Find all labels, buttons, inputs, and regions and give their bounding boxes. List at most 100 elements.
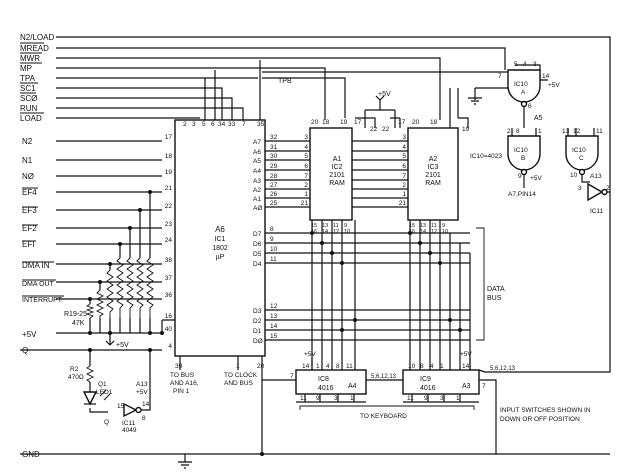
gate-b-plus5v: +5V — [530, 175, 542, 182]
input-label-dma-out: DMA OUT — [22, 281, 55, 288]
cpu-pin-39: 39 — [175, 363, 183, 370]
ic9-top-pin: 1 — [440, 363, 444, 370]
ram2-bottom-pin: 13 — [420, 223, 426, 229]
overbars — [20, 42, 64, 297]
ram2-in-pin: 7 — [402, 173, 406, 180]
input-label-ef2: EF2 — [22, 224, 37, 233]
gate-a-output-wire — [523, 79, 548, 128]
cpu-data-label: D6 — [253, 241, 262, 248]
led-q-label: Q — [104, 419, 109, 426]
inv-ic11-label: IC11 — [590, 208, 604, 215]
ram2-in-pin: 6 — [402, 163, 406, 170]
input-label-ef3: EF3 — [22, 206, 37, 215]
signal-label-tpb: TPB — [278, 78, 292, 85]
ram2-in-pin: 5 — [402, 153, 406, 160]
input-label-gnd: GND — [22, 450, 40, 459]
ic8-a4: A4 — [348, 383, 357, 390]
ic9-a3: A3 — [462, 383, 471, 390]
ram1-bottom-pin: 13 — [322, 223, 328, 229]
gate-b-wires — [511, 128, 537, 188]
ic9-top-pin: 14 — [462, 363, 470, 370]
ram2-bottom-pin: 15 — [409, 223, 415, 229]
gate-c-name: IC10 — [572, 147, 586, 154]
keyboard-bracket — [299, 405, 475, 410]
cpu-data-pin: 9 — [270, 236, 274, 243]
input-switches-note-2: DOWN OR OFF POSITION — [500, 416, 580, 423]
cpu-sub-label: µP — [216, 254, 225, 261]
inv-pin-3: 3 — [578, 185, 582, 192]
ram2-bottom-pin: 11 — [431, 223, 437, 229]
data-bus-lines — [265, 220, 485, 370]
gate-b-pin-1: 1 — [538, 128, 542, 135]
ram-power-wiring: +5V — [355, 88, 469, 128]
cpu-left-pin: 22 — [165, 203, 173, 210]
ram2-bottom-pin: 16 — [409, 229, 415, 235]
cpu-addr-label: A6 — [253, 149, 261, 156]
cpu-left-pin: 24 — [165, 237, 173, 244]
cpu-data-pin: 13 — [270, 313, 278, 320]
ram2-top-pin: 22 — [382, 126, 390, 133]
ic9-pin7: 7 — [482, 383, 486, 390]
switch-ic9-4016 — [402, 369, 480, 395]
pullup-plus5v: +5V — [105, 340, 129, 349]
led-ic11-type: 4049 — [122, 427, 137, 434]
ram1-bottom-pin: 12 — [333, 229, 339, 235]
ram1-bottom-pin: 9 — [344, 223, 347, 229]
resistor-value-label: 47K — [72, 320, 85, 327]
ram1-bottom-pin: 10 — [344, 229, 350, 235]
left-input-lines — [20, 140, 610, 455]
ram2-in-pin: 1 — [402, 191, 406, 198]
ic10-part-label: IC10=4023 — [470, 153, 502, 160]
cpu-data-label: D2 — [253, 318, 262, 325]
cpu-addr-label: A2 — [253, 187, 261, 194]
cpu-addr-label: A5 — [253, 158, 261, 165]
signal-label-tpa: TPA — [20, 74, 36, 83]
ram2-bottom-pin: 10 — [442, 229, 448, 235]
ram1-top-pin: 17 — [354, 119, 362, 126]
input-switches-note-1: INPUT SWITCHES SHOWN IN — [500, 407, 591, 414]
ram-plus5v-label: +5V — [378, 91, 391, 98]
cpu-data-label: D7 — [253, 231, 262, 238]
cpu-addr-label: A3 — [253, 178, 261, 185]
ic8-top-pin: 11 — [346, 363, 353, 370]
led-pin-14: 14 — [142, 401, 150, 408]
gate-b-pin-9: 9 — [518, 173, 522, 180]
cpu-addr-pin: 29 — [270, 163, 278, 170]
ram1-bottom-pin: 16 — [311, 229, 317, 235]
ram1-in-pin: 21 — [301, 200, 309, 207]
data-bus-label-2: BUS — [487, 295, 502, 302]
gate-c-letter: C — [579, 155, 584, 162]
cpu-data-pin: 14 — [270, 323, 278, 330]
gate-b-letter: B — [521, 155, 525, 162]
ic8-top-pin: 4 — [326, 363, 330, 370]
to-keyboard-label: TO KEYBOARD — [360, 413, 407, 420]
ram1-in-pin: 5 — [304, 153, 308, 160]
ic9-bottom-pin: 1 — [456, 395, 460, 402]
data-bus-dots — [310, 231, 462, 332]
ic8-top-pin: 14 — [302, 363, 310, 370]
ram2-ic: IC3 — [428, 164, 439, 171]
cpu-data-pin: 12 — [270, 303, 278, 310]
cpu-data-pin: 11 — [270, 256, 277, 263]
ic8-bottom-pin: 11 — [300, 395, 307, 402]
address-lines — [265, 140, 408, 208]
cpu-top-pin: 33 — [228, 121, 236, 128]
data-bus-label: DATA — [487, 286, 505, 293]
ram1-top-pin: 22 — [370, 126, 378, 133]
ic8-top-pin: 8 — [336, 363, 340, 370]
signal-label-mwr: MWR — [20, 54, 40, 63]
cpu-addr-pin: 30 — [270, 153, 278, 160]
ram1-ref: A1 — [333, 156, 342, 163]
cpu-ic-label: IC1 — [215, 236, 226, 243]
ram1-in-pin: 2 — [304, 182, 308, 189]
q1-label: Q1 — [98, 381, 107, 388]
ic8-bottom-pin: 3 — [334, 395, 338, 402]
ram1-bottom-pin: 15 — [311, 223, 317, 229]
ram1-top-pin: 19 — [340, 119, 348, 126]
ram2-in-pin: 2 — [402, 182, 406, 189]
cpu-data-label: DØ — [253, 338, 263, 345]
cpu-top-pin: 3 — [192, 121, 196, 128]
ground-symbol — [178, 454, 192, 469]
cpu-left-pin: 16 — [165, 313, 173, 320]
r2-label: R2 — [70, 366, 79, 373]
